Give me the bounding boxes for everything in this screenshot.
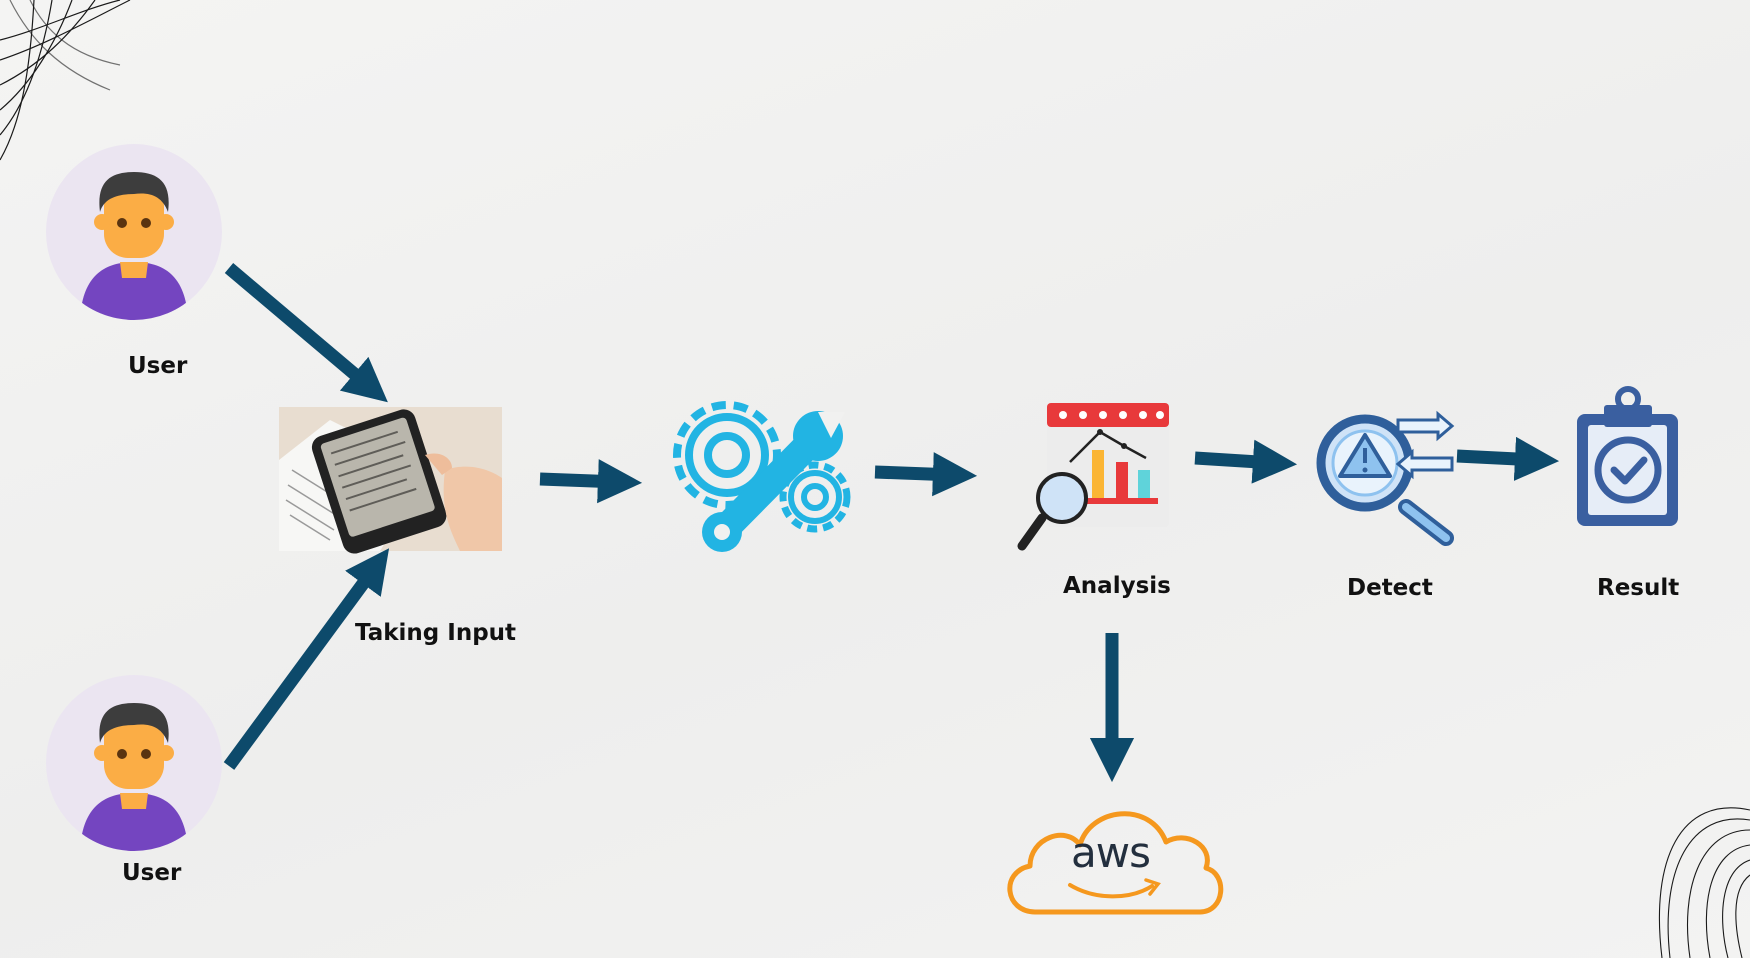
arrow-input-to-process (539, 459, 643, 504)
user-avatar-icon-bottom (46, 675, 222, 851)
user-label-bottom: User (122, 860, 182, 886)
detect-label: Detect (1347, 575, 1433, 601)
chart-magnifier-icon (1017, 403, 1169, 551)
taking-input-label: Taking Input (355, 620, 517, 646)
gear-wrench-icon (673, 401, 851, 533)
arrow-analysis-to-detect (1194, 439, 1298, 484)
wrench-shape (702, 411, 845, 552)
result-label: Result (1597, 575, 1680, 601)
analysis-label: Analysis (1063, 573, 1171, 599)
aws-logo-text: aws (1071, 828, 1151, 877)
arrow-process-to-analysis (874, 452, 978, 497)
user-label-top: User (128, 353, 188, 379)
corner-mesh-decoration-top-left (0, 0, 131, 161)
arrow-user2-to-input (223, 548, 390, 770)
phone-scanning-document-photo (279, 407, 502, 554)
arrow-user1-to-input (224, 263, 388, 403)
aws-cloud-icon (1007, 811, 1224, 915)
user-avatar-icon-top (46, 144, 222, 320)
clipboard-check-icon (1577, 386, 1678, 526)
corner-mesh-decoration-bottom-right (1658, 807, 1750, 958)
flow-arrows (223, 263, 1560, 783)
arrow-detect-to-result (1456, 436, 1560, 481)
warning-magnifier-icon (1316, 410, 1455, 546)
